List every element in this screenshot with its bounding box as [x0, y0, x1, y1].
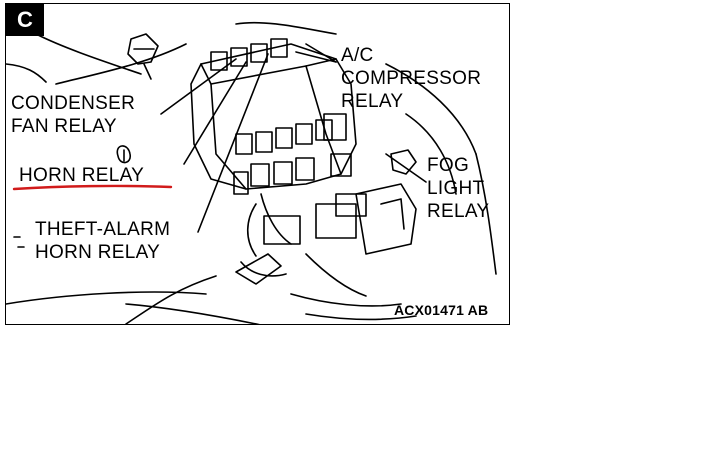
relay-box-illustration — [6, 21, 497, 324]
section-badge: C — [6, 4, 44, 36]
diagram-frame: C CONDENSER FAN RELAY HORN RELAY THEFT-A… — [5, 3, 510, 325]
theft-alarm-horn-relay-label: THEFT-ALARM HORN RELAY — [35, 219, 171, 263]
horn-relay-label: HORN RELAY — [19, 165, 145, 186]
fog-light-relay-label: FOG LIGHT RELAY — [427, 155, 490, 222]
figure-reference-code: ACX01471 AB — [394, 302, 489, 318]
condenser-fan-relay-label: CONDENSER FAN RELAY — [11, 93, 136, 137]
ac-compressor-relay-label: A/C COMPRESSOR RELAY — [341, 45, 482, 112]
